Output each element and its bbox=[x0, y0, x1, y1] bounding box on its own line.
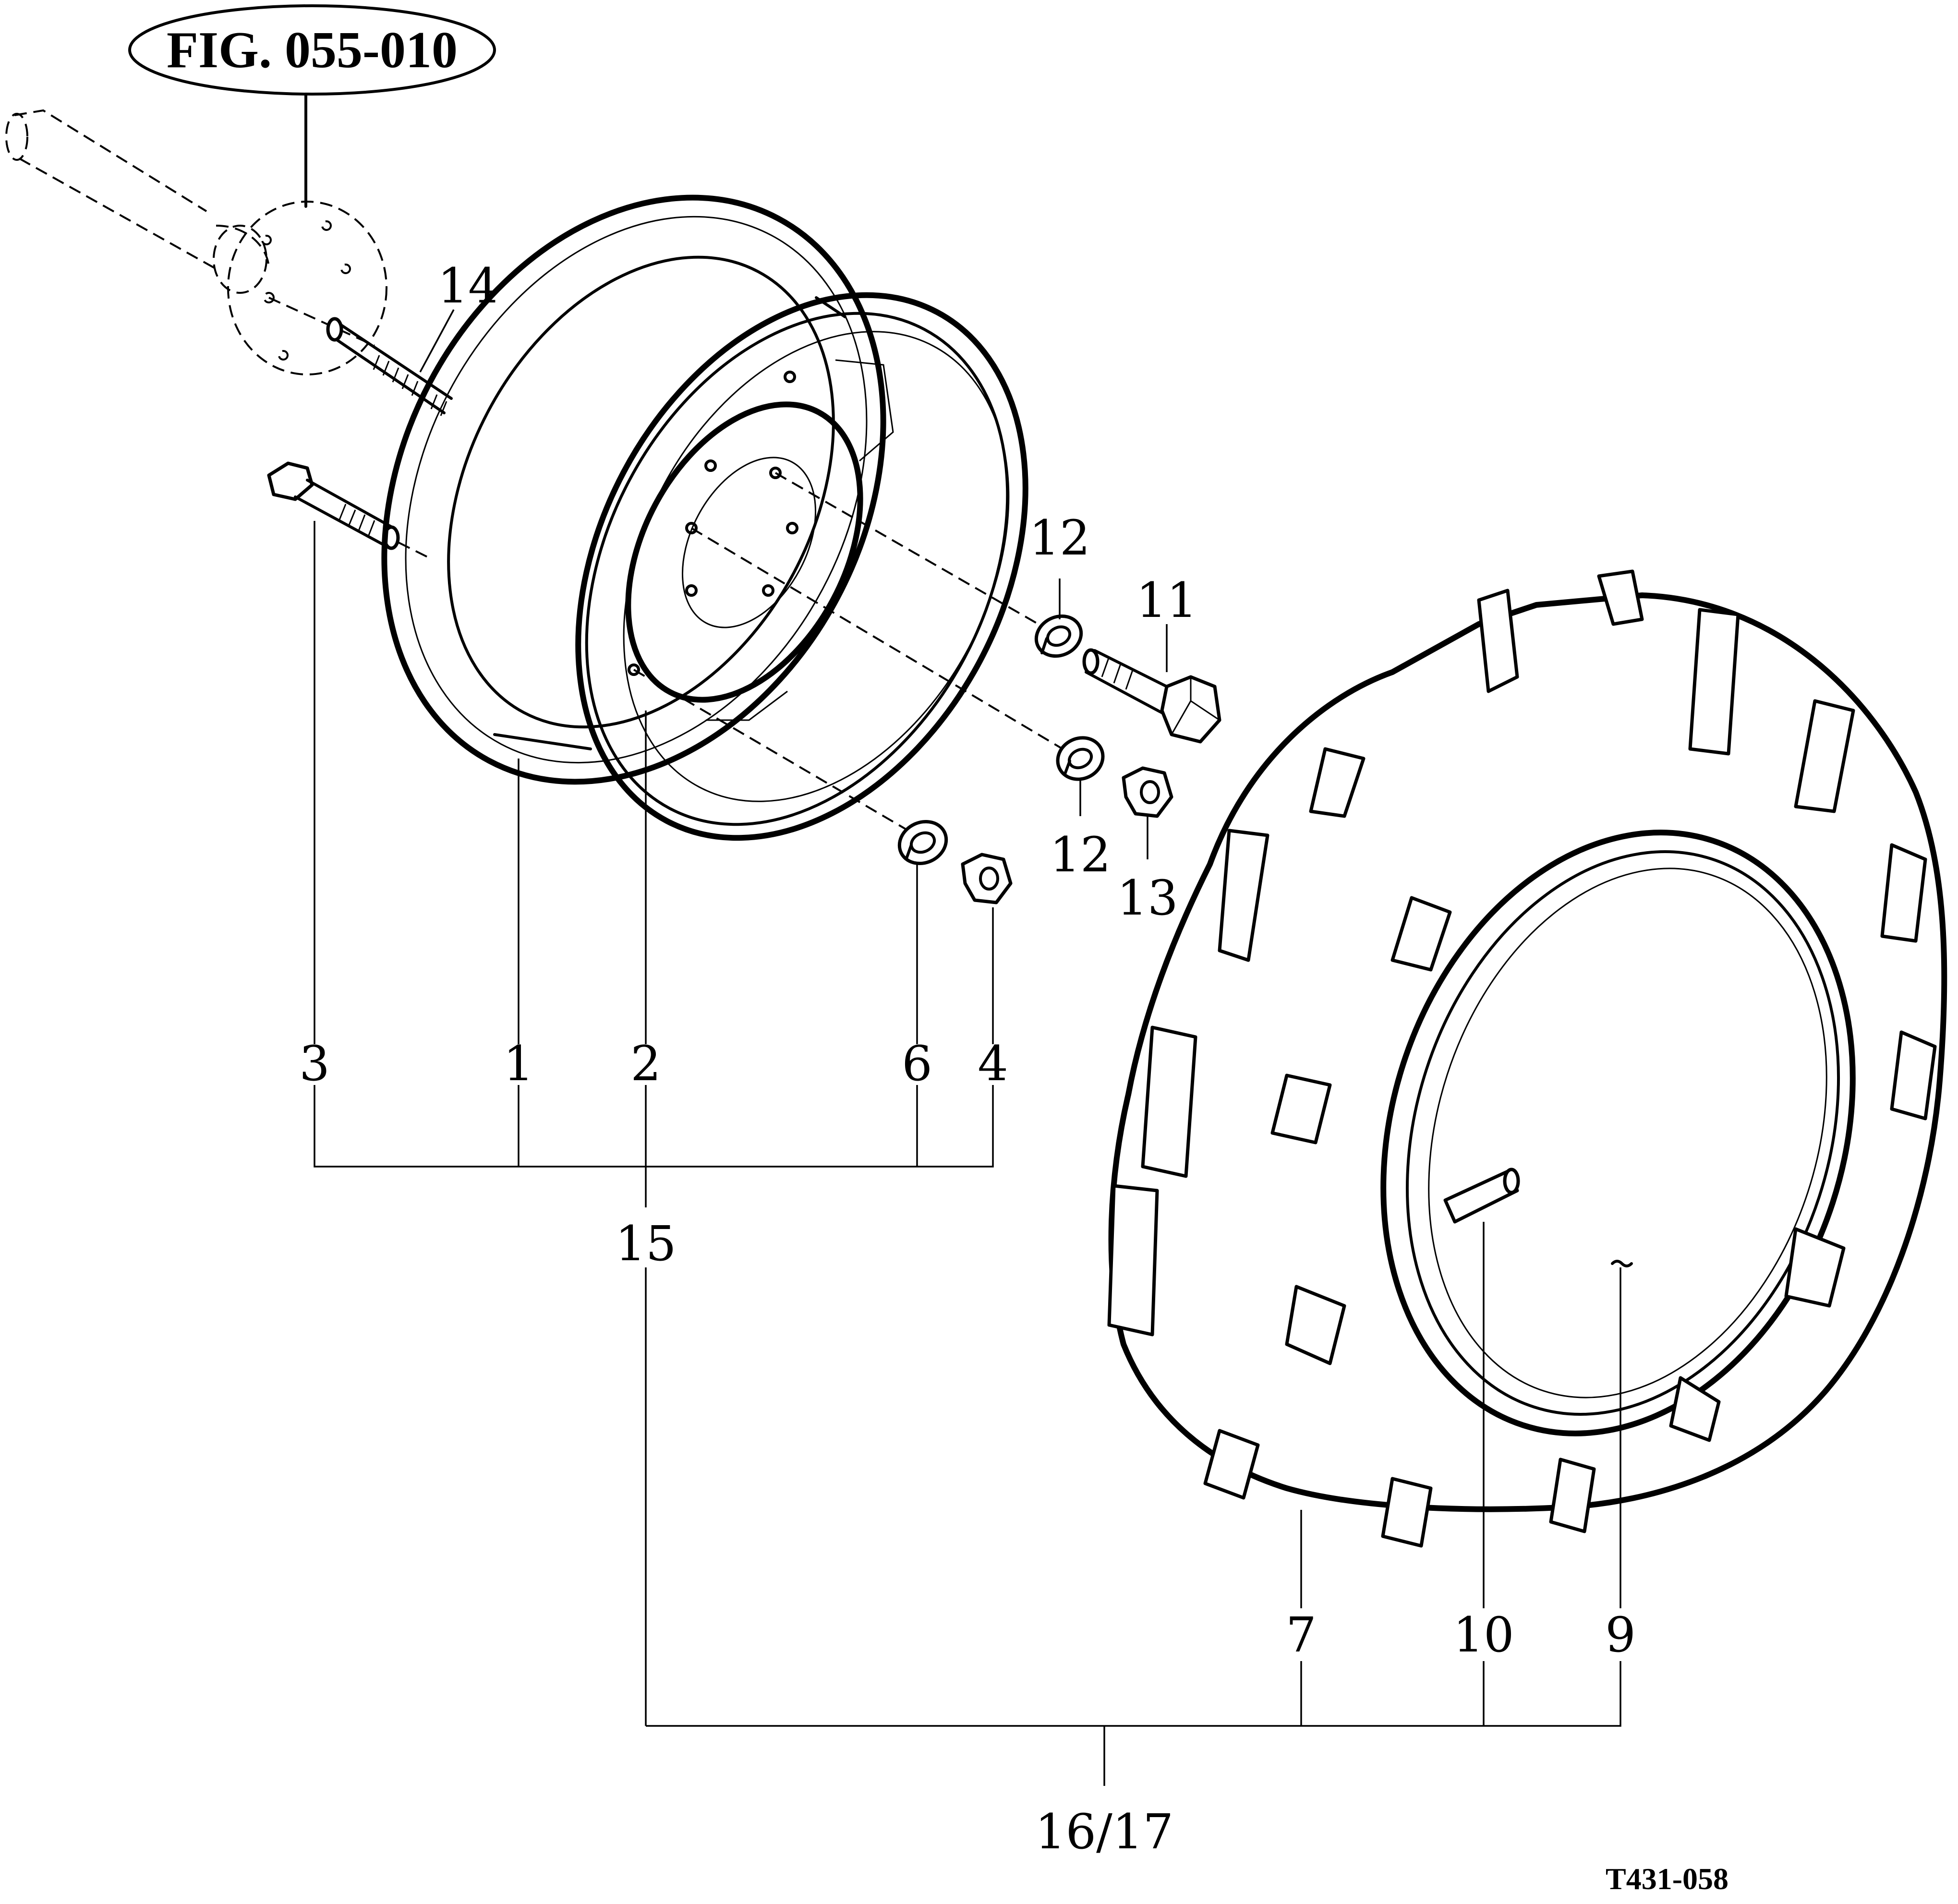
axle-flange bbox=[227, 201, 387, 375]
figure-reference-callout: FIG. 055-010 bbox=[128, 4, 496, 208]
tread-lugs bbox=[1107, 569, 1937, 1548]
callout-15: 15 bbox=[615, 1216, 676, 1272]
nut-part-4 bbox=[961, 853, 1013, 904]
callout-4: 4 bbox=[978, 1036, 1008, 1092]
callout-12-upper: 12 bbox=[1029, 510, 1090, 566]
inner-tube-part-9 bbox=[1611, 1260, 1633, 1267]
callout-9: 9 bbox=[1605, 1607, 1636, 1663]
callout-14: 14 bbox=[437, 258, 498, 314]
rim-front-flange bbox=[575, 292, 1028, 841]
nut-part-13 bbox=[1122, 766, 1173, 818]
wheel-rim bbox=[381, 194, 1028, 841]
callout-2: 2 bbox=[630, 1036, 661, 1092]
bolt-part-11 bbox=[1082, 648, 1221, 744]
callout-3: 3 bbox=[299, 1036, 330, 1092]
drawing-code: T431-058 bbox=[1606, 1862, 1728, 1896]
wheel-disc bbox=[625, 401, 863, 703]
tire-assembly bbox=[1107, 569, 1947, 1548]
bolt-path-lines bbox=[633, 472, 1072, 834]
lock-washer-part-6 bbox=[897, 819, 948, 866]
lock-washer-part-12-upper bbox=[1034, 614, 1083, 658]
lock-washer-part-12-lower bbox=[1056, 736, 1105, 781]
callout-1: 1 bbox=[503, 1036, 534, 1092]
rim-outer-flange bbox=[381, 194, 886, 785]
callout-leaders bbox=[314, 309, 1621, 1786]
tire-bead-outer bbox=[1380, 830, 1856, 1436]
callout-11: 11 bbox=[1136, 572, 1197, 628]
figure-reference-label: FIG. 055-010 bbox=[167, 22, 458, 79]
callout-numbers: 14 3 1 2 6 4 15 12 11 12 13 7 10 9 16/17 bbox=[299, 258, 1636, 1860]
bolt-part-3 bbox=[267, 461, 428, 558]
callout-16-17: 16/17 bbox=[1035, 1804, 1173, 1860]
callout-7: 7 bbox=[1286, 1607, 1317, 1663]
callout-6: 6 bbox=[902, 1036, 932, 1092]
callout-13: 13 bbox=[1117, 870, 1178, 926]
valve-stem-part-10 bbox=[1443, 1168, 1520, 1224]
callout-12-lower: 12 bbox=[1050, 827, 1111, 883]
figure-reference-oval bbox=[128, 4, 496, 96]
callout-10: 10 bbox=[1453, 1607, 1514, 1663]
